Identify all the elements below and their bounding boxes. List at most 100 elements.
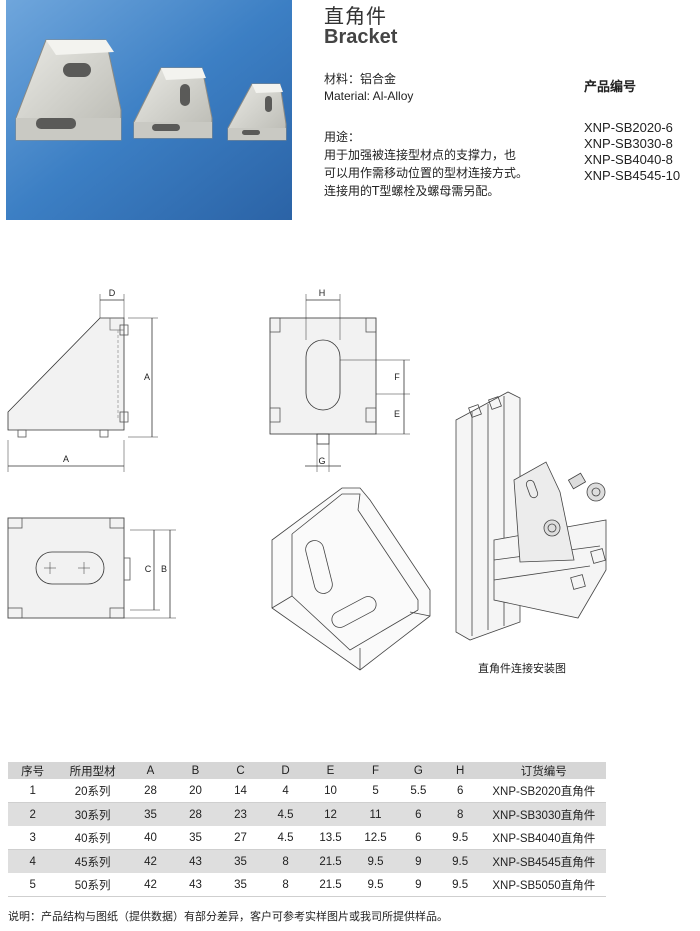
table-cell: 5 <box>8 873 58 897</box>
table-cell: 42 <box>128 849 174 873</box>
isometric-bracket-drawing <box>271 487 431 671</box>
table-cell: 43 <box>173 849 219 873</box>
label-A-horizontal: A <box>63 454 69 464</box>
table-cell: 8 <box>263 849 309 873</box>
technical-drawings: D A A H G F E <box>0 280 700 690</box>
table-cell: 13.5 <box>308 826 354 850</box>
header-cell: 序号 <box>8 762 58 779</box>
table-cell: 2 <box>8 802 58 826</box>
table-cell: 5 <box>353 779 399 803</box>
header-cell: H <box>438 762 482 779</box>
table-cell: 42 <box>128 873 174 897</box>
table-cell: XNP-SB4040直角件 <box>481 826 606 850</box>
table-cell: 11 <box>353 802 399 826</box>
table-cell: 40 <box>128 826 174 850</box>
usage-line: 用于加强被连接型材点的支撑力，也 <box>324 148 517 162</box>
installation-caption: 直角件连接安装图 <box>478 662 566 675</box>
label-F: F <box>394 372 400 382</box>
table-cell: 12.5 <box>353 826 399 850</box>
header-cell: D <box>263 762 309 779</box>
table-cell: 9.5 <box>438 826 482 850</box>
table-cell: 9.5 <box>438 873 482 897</box>
table-row: 3 40系列 40 35 27 4.5 13.5 12.5 6 9.5 XNP-… <box>8 826 606 850</box>
table-cell: 23 <box>218 802 264 826</box>
usage-heading: 用途： <box>324 130 361 144</box>
usage-line: 可以用作需移动位置的型材连接方式。 <box>324 166 529 180</box>
table-cell: 9.5 <box>438 849 482 873</box>
table-cell: XNP-SB3030直角件 <box>481 802 606 826</box>
material-en: Material: Al-Alloy <box>324 89 414 103</box>
installation-drawing <box>455 391 607 641</box>
table-cell: 5.5 <box>398 779 439 803</box>
header-cell: B <box>173 762 219 779</box>
header-cell: C <box>218 762 264 779</box>
side-view-drawing <box>7 294 158 472</box>
table-row: 1 20系列 28 20 14 4 10 5 5.5 6 XNP-SB2020直… <box>8 779 606 803</box>
spec-table: 序号 所用型材 A B C D E F G H 订货编号 1 20系列 28 2… <box>8 762 606 897</box>
table-cell: 9.5 <box>353 873 399 897</box>
table-row: 5 50系列 42 43 35 8 21.5 9.5 9 9.5 XNP-SB5… <box>8 873 606 897</box>
table-cell: 43 <box>173 873 219 897</box>
label-G: G <box>318 456 325 466</box>
table-cell: XNP-SB5050直角件 <box>481 873 606 897</box>
header-cell: 订货编号 <box>481 762 606 779</box>
table-cell: 3 <box>8 826 58 850</box>
table-cell: 50系列 <box>57 873 129 897</box>
table-cell: 12 <box>308 802 354 826</box>
table-header-row: 序号 所用型材 A B C D E F G H 订货编号 <box>8 762 606 779</box>
table-cell: 20 <box>173 779 219 803</box>
table-row: 2 30系列 35 28 23 4.5 12 11 6 8 XNP-SB3030… <box>8 802 606 826</box>
label-B: B <box>161 564 167 574</box>
table-cell: 35 <box>128 802 174 826</box>
usage-line: 连接用的T型螺栓及螺母需另配。 <box>324 184 500 198</box>
label-A-vertical: A <box>144 372 150 382</box>
table-cell: 8 <box>263 873 309 897</box>
page-title-en: Bracket <box>324 26 398 48</box>
header-cell: 所用型材 <box>57 762 129 779</box>
table-cell: 9.5 <box>353 849 399 873</box>
product-code: XNP-SB4040-8 <box>584 152 673 167</box>
table-cell: XNP-SB2020直角件 <box>481 779 606 803</box>
table-cell: 21.5 <box>308 849 354 873</box>
page-title-cn: 直角件 <box>324 4 387 28</box>
table-cell: XNP-SB4545直角件 <box>481 849 606 873</box>
header-cell: E <box>308 762 354 779</box>
top-view-drawing <box>7 517 176 619</box>
table-cell: 9 <box>398 849 439 873</box>
table-cell: 20系列 <box>57 779 129 803</box>
product-code: XNP-SB4545-10 <box>584 168 681 183</box>
table-cell: 45系列 <box>57 849 129 873</box>
label-D: D <box>109 288 116 298</box>
front-view-drawing <box>269 294 410 472</box>
table-cell: 4 <box>263 779 309 803</box>
table-cell: 28 <box>128 779 174 803</box>
table-cell: 6 <box>438 779 482 803</box>
label-C: C <box>145 564 152 574</box>
table-row: 4 45系列 42 43 35 8 21.5 9.5 9 9.5 XNP-SB4… <box>8 849 606 873</box>
footnote: 说明：产品结构与图纸（提供数据）有部分差异，客户可参考实样图片或我司所提供样品。 <box>8 910 448 923</box>
table-cell: 35 <box>173 826 219 850</box>
header-cell: G <box>398 762 439 779</box>
label-E: E <box>394 409 400 419</box>
table-cell: 28 <box>173 802 219 826</box>
table-cell: 8 <box>438 802 482 826</box>
table-cell: 40系列 <box>57 826 129 850</box>
bracket-large <box>15 39 122 141</box>
table-cell: 6 <box>398 826 439 850</box>
table-cell: 1 <box>8 779 58 803</box>
table-cell: 4.5 <box>263 802 309 826</box>
table-cell: 27 <box>218 826 264 850</box>
material-cn: 材料：铝合金 <box>324 72 397 86</box>
product-photo <box>6 0 292 220</box>
table-cell: 35 <box>218 873 264 897</box>
header-cell: A <box>128 762 174 779</box>
table-cell: 9 <box>398 873 439 897</box>
bracket-small <box>227 83 287 141</box>
table-cell: 4.5 <box>263 826 309 850</box>
product-code-heading: 产品编号 <box>584 80 637 95</box>
table-cell: 30系列 <box>57 802 129 826</box>
table-cell: 21.5 <box>308 873 354 897</box>
product-code: XNP-SB3030-8 <box>584 136 673 151</box>
table-cell: 6 <box>398 802 439 826</box>
table-cell: 35 <box>218 849 264 873</box>
